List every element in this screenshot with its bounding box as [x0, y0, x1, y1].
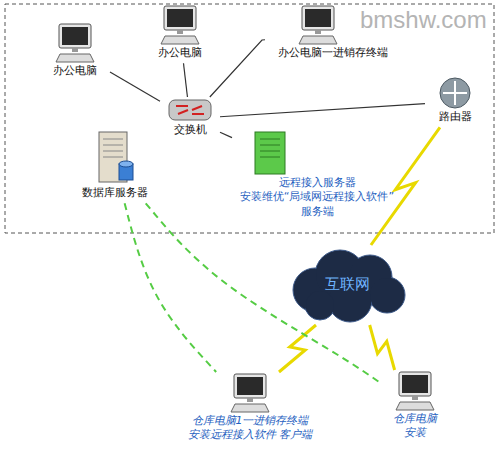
lan-boundary [5, 4, 494, 233]
wan-link [279, 325, 316, 372]
remote-access-server: 远程接入服务器 安装维优“局域网远程接入软件” 服务端 [232, 130, 402, 222]
lan-cable [110, 72, 160, 101]
node-label: 数据库服务器 [70, 186, 160, 200]
office-pc-terminal-icon [298, 4, 338, 46]
warehouse-pc: 仓库电脑1一进销存终端 安装远程接入软件 客户端 [185, 372, 315, 446]
network-switch-icon [168, 97, 212, 123]
office-pc: 办公电脑 [145, 4, 215, 63]
node-label: 办公电脑 [40, 64, 110, 78]
watermark: bmshw.com [360, 6, 487, 34]
node-label: 互联网 [285, 275, 410, 295]
node-label: 办公电脑 [145, 46, 215, 60]
office-pc-icon [160, 4, 200, 46]
node-label: 仓库电脑 安装 [387, 412, 443, 441]
wan-link [370, 325, 395, 370]
lan-cable [183, 63, 187, 97]
internet-cloud: 互联网 [285, 245, 410, 325]
node-label: 办公电脑一进销存终端 [265, 46, 400, 60]
warehouse-pc-icon [395, 370, 435, 412]
lan-cable [210, 40, 265, 97]
router: 路由器 [425, 76, 485, 127]
warehouse-pc: 仓库电脑 安装 [380, 370, 450, 444]
node-label: 交换机 [160, 123, 220, 137]
router-icon [438, 76, 472, 110]
wan-link [371, 127, 440, 245]
node-label: 仓库电脑1一进销存终端 安装远程接入软件 客户端 [188, 414, 313, 443]
node-label: 远程接入服务器 安装维优“局域网远程接入软件” 服务端 [232, 176, 402, 219]
database-server: 数据库服务器 [70, 130, 160, 203]
warehouse-pc-icon [230, 372, 270, 414]
lan-cable [220, 132, 232, 137]
remote-access-server-icon [252, 130, 288, 176]
lan-cable [220, 104, 425, 117]
node-label: 路由器 [425, 110, 485, 124]
network-switch: 交换机 [160, 97, 220, 140]
remote-access-link [125, 203, 217, 372]
office-pc: 办公电脑 [40, 22, 110, 81]
database-server-icon [95, 130, 135, 186]
office-pc-icon [55, 22, 95, 64]
